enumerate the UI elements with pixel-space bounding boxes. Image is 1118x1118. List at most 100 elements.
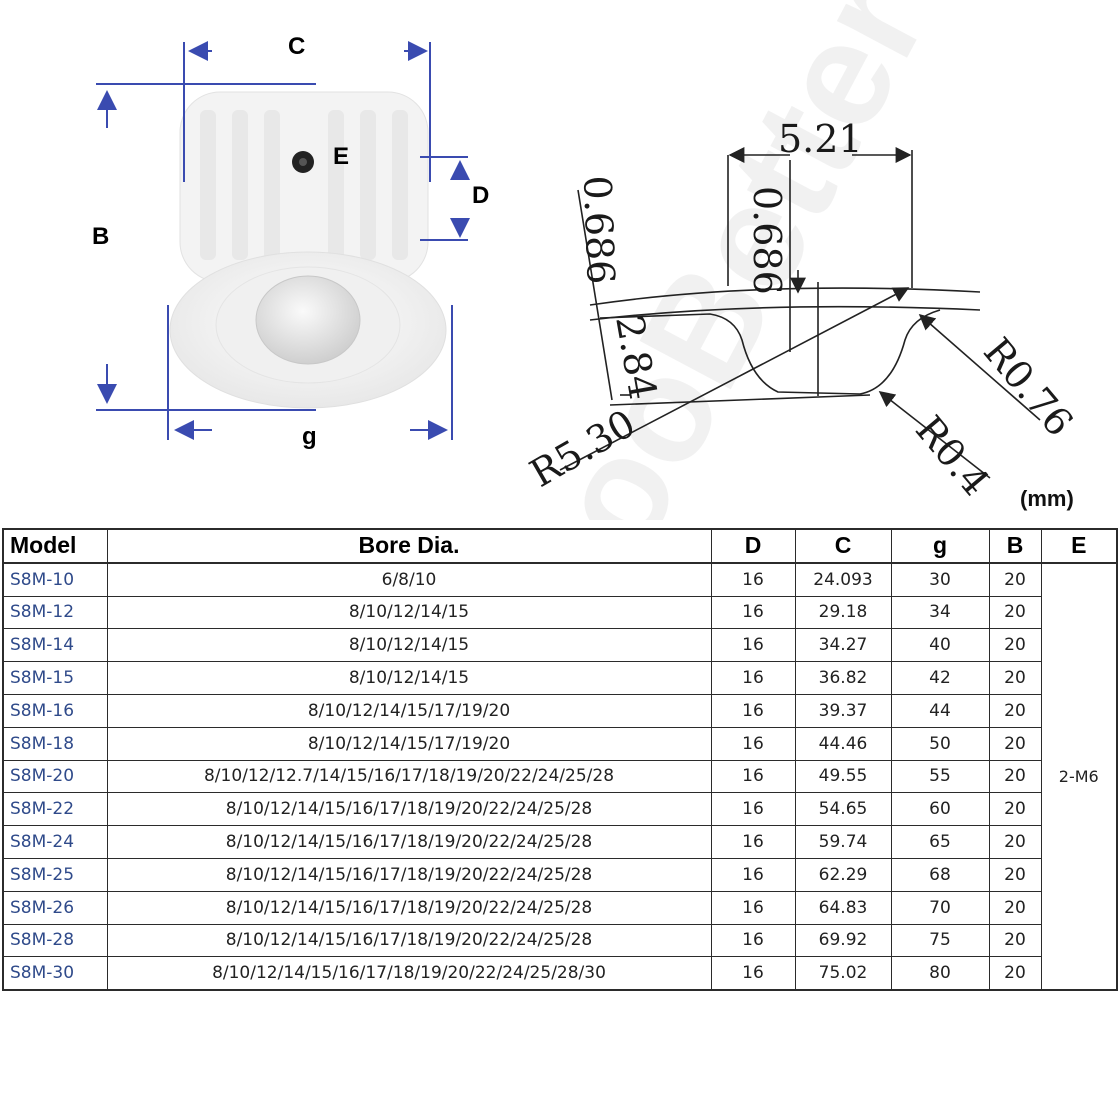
cell-c: 34.27 (794, 628, 892, 663)
cell-model: S8M-10 (2, 562, 108, 597)
cell-c: 69.92 (794, 923, 892, 958)
label-b: B (92, 223, 109, 250)
cell-c: 59.74 (794, 825, 892, 859)
label-e: E (333, 143, 349, 170)
cell-b: 20 (988, 759, 1042, 794)
cell-b: 20 (988, 628, 1042, 663)
cell-c: 62.29 (794, 857, 892, 892)
label-g: g (302, 423, 317, 450)
header-c: C (794, 528, 892, 564)
cell-g: 42 (890, 661, 990, 695)
cell-c: 54.65 (794, 792, 892, 827)
cell-b: 20 (988, 857, 1042, 892)
cell-b: 20 (988, 726, 1042, 761)
cell-b: 20 (988, 693, 1042, 728)
cell-b: 20 (988, 661, 1042, 695)
cell-b: 20 (988, 562, 1042, 597)
cell-c: 49.55 (794, 759, 892, 794)
cell-model: S8M-30 (2, 956, 108, 991)
cell-c: 36.82 (794, 661, 892, 695)
cell-b: 20 (988, 825, 1042, 859)
cell-bore: 8/10/12/14/15/16/17/18/19/20/22/24/25/28 (106, 890, 712, 925)
cell-model: S8M-18 (2, 726, 108, 761)
cell-d: 16 (710, 857, 796, 892)
technical-drawing: ooBetter C B (92, 0, 1082, 520)
cell-model: S8M-20 (2, 759, 108, 794)
label-c: C (288, 33, 305, 60)
table-header-row: Model Bore Dia. D C g B E (2, 528, 1118, 564)
cell-d: 16 (710, 661, 796, 695)
cell-g: 80 (890, 956, 990, 991)
cell-c: 75.02 (794, 956, 892, 991)
cell-d: 16 (710, 595, 796, 630)
cell-g: 50 (890, 726, 990, 761)
cell-d: 16 (710, 956, 796, 991)
cell-d: 16 (710, 825, 796, 859)
cell-g: 68 (890, 857, 990, 892)
dimension-d (420, 156, 470, 241)
cell-bore: 8/10/12/14/15/17/19/20 (106, 726, 712, 761)
dim-depth-left: 0.686 (575, 175, 623, 285)
pulley-image (169, 91, 447, 409)
cell-d: 16 (710, 923, 796, 958)
figure-area: ooBetter C B (0, 0, 1118, 520)
cell-d: 16 (710, 628, 796, 663)
cell-g: 75 (890, 923, 990, 958)
cell-model: S8M-25 (2, 857, 108, 892)
cell-bore: 8/10/12/14/15/17/19/20 (106, 693, 712, 728)
cell-model: S8M-22 (2, 792, 108, 827)
cell-g: 70 (890, 890, 990, 925)
cell-c: 29.18 (794, 595, 892, 630)
cell-bore: 8/10/12/14/15/16/17/18/19/20/22/24/25/28 (106, 792, 712, 827)
cell-g: 55 (890, 759, 990, 794)
header-b: B (988, 528, 1042, 564)
dim-r-small: R0.4 (907, 408, 998, 504)
cell-g: 30 (890, 562, 990, 597)
cell-bore: 8/10/12/14/15 (106, 661, 712, 695)
cell-g: 34 (890, 595, 990, 630)
cell-c: 64.83 (794, 890, 892, 925)
cell-d: 16 (710, 759, 796, 794)
dimension-c (183, 41, 431, 182)
label-d: D (472, 182, 489, 209)
cell-bore: 8/10/12/14/15/16/17/18/19/20/22/24/25/28 (106, 923, 712, 958)
cell-g: 44 (890, 693, 990, 728)
header-bore: Bore Dia. (106, 528, 712, 564)
cell-d: 16 (710, 890, 796, 925)
header-model: Model (2, 528, 108, 564)
dimension-b (96, 83, 316, 411)
cell-d: 16 (710, 726, 796, 761)
cell-model: S8M-28 (2, 923, 108, 958)
header-g: g (890, 528, 990, 564)
cell-model: S8M-12 (2, 595, 108, 630)
cell-c: 24.093 (794, 562, 892, 597)
cell-e: 2-M6 (1040, 562, 1118, 991)
header-d: D (710, 528, 796, 564)
cell-g: 60 (890, 792, 990, 827)
cell-d: 16 (710, 693, 796, 728)
cell-b: 20 (988, 792, 1042, 827)
cell-c: 44.46 (794, 726, 892, 761)
cell-g: 40 (890, 628, 990, 663)
cell-model: S8M-26 (2, 890, 108, 925)
cell-bore: 8/10/12/14/15/16/17/18/19/20/22/24/25/28 (106, 825, 712, 859)
cell-bore: 8/10/12/14/15 (106, 628, 712, 663)
cell-d: 16 (710, 792, 796, 827)
cell-model: S8M-24 (2, 825, 108, 859)
cell-model: S8M-16 (2, 693, 108, 728)
cell-bore: 8/10/12/14/15/16/17/18/19/20/22/24/25/28 (106, 857, 712, 892)
cell-model: S8M-15 (2, 661, 108, 695)
cell-b: 20 (988, 923, 1042, 958)
cell-bore: 8/10/12/14/15/16/17/18/19/20/22/24/25/28… (106, 956, 712, 991)
